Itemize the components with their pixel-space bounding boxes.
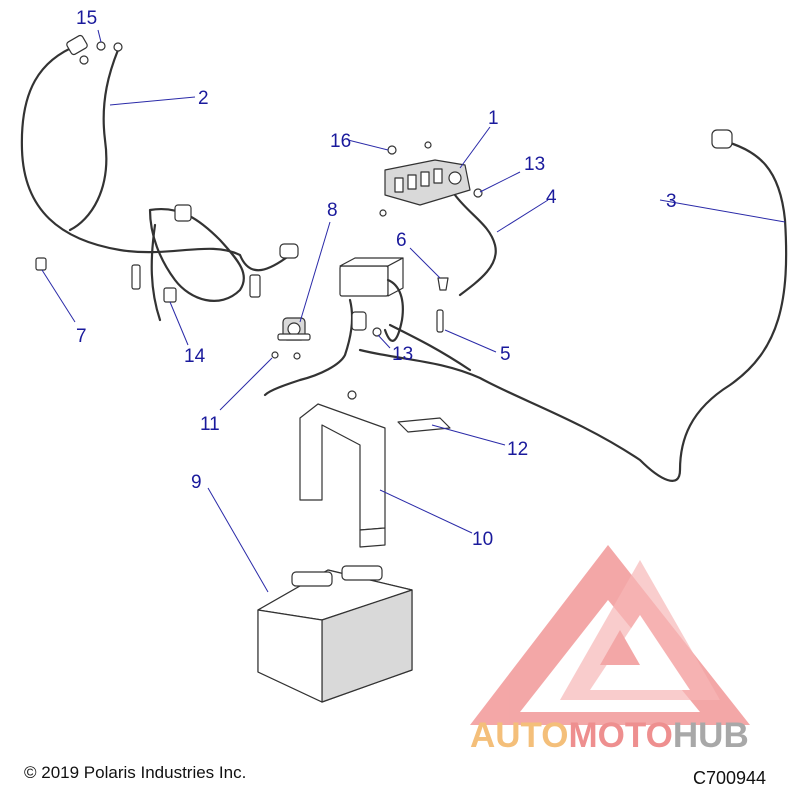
watermark-text: AUTOMOTOHUB	[470, 716, 749, 756]
callout-12: 12	[507, 439, 528, 460]
cable-harness-2	[20, 34, 299, 322]
retainer-6-icon	[437, 277, 449, 291]
watermark-logo-icon	[470, 545, 750, 725]
leader-lines	[41, 29, 786, 593]
solenoid-8	[277, 317, 311, 341]
watermark-moto: MOTO	[568, 716, 673, 755]
callout-6: 6	[396, 230, 407, 251]
callout-13-upper: 13	[524, 154, 545, 175]
screw-icon	[424, 141, 432, 149]
bolt-11-icon	[271, 351, 279, 359]
callout-14: 14	[184, 346, 206, 367]
drawing-code: C700944	[693, 768, 767, 788]
callout-13-lower: 13	[392, 344, 413, 365]
callout-labels: 15 2 1 16 13 3 4 6 8 5 13 7 14 11 12 10 …	[76, 8, 677, 550]
cable-3-terminal-icon	[711, 129, 733, 149]
callout-1: 1	[488, 108, 499, 129]
cable-3	[358, 138, 788, 482]
nut-13-icon	[473, 188, 483, 198]
callout-3: 3	[666, 191, 677, 212]
callout-7: 7	[76, 326, 87, 347]
callout-15: 15	[76, 8, 97, 29]
clip-14-icon	[163, 287, 177, 303]
screw-icon	[379, 209, 387, 217]
nut-15-icon	[96, 41, 106, 51]
fuse-block-1	[384, 159, 471, 206]
bolt-icon	[347, 390, 357, 400]
copyright-text: © 2019 Polaris Industries Inc.	[24, 763, 247, 782]
stud-5-icon	[436, 309, 444, 333]
callout-2: 2	[198, 88, 209, 109]
watermark-hub: HUB	[672, 716, 749, 755]
watermark-auto: AUTO	[470, 716, 569, 755]
callout-4: 4	[546, 187, 557, 208]
bracket-10	[299, 403, 386, 548]
screw-16-icon	[387, 145, 397, 155]
battery-9	[257, 565, 413, 703]
callout-9: 9	[191, 472, 202, 493]
bolt-icon	[293, 352, 301, 360]
clip-7-icon	[35, 257, 47, 271]
callout-11: 11	[200, 414, 220, 435]
clip-icon	[131, 264, 141, 290]
cable-4	[453, 193, 497, 297]
callout-10: 10	[472, 529, 493, 550]
nut-icon	[79, 55, 89, 65]
callout-8: 8	[327, 200, 338, 221]
callout-5: 5	[500, 344, 511, 365]
main-harness	[263, 257, 472, 397]
callout-16: 16	[330, 131, 351, 152]
pad-12	[397, 417, 451, 433]
